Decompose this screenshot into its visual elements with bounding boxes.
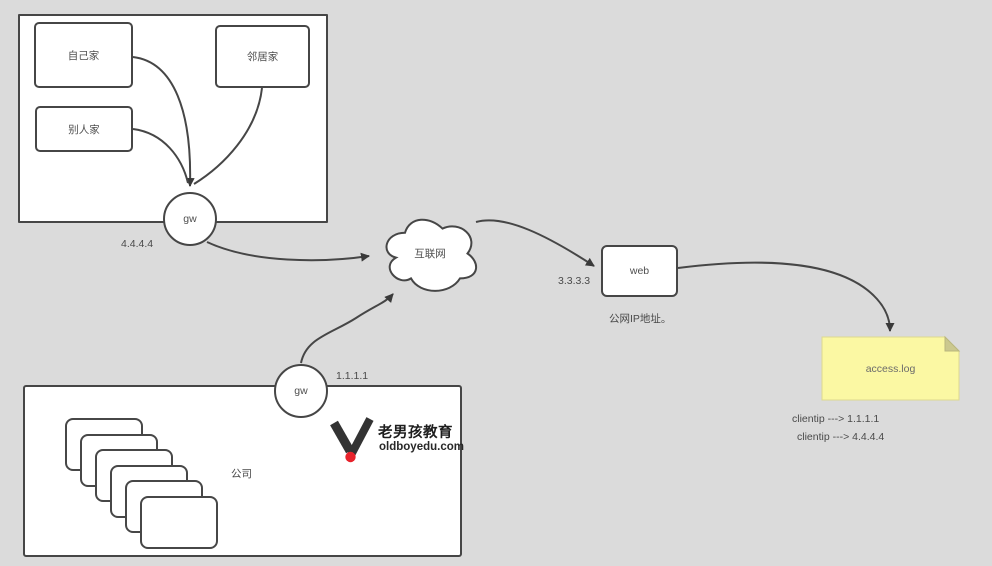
neighbor-home-label: 邻居家 — [246, 51, 279, 63]
computer-card — [140, 496, 218, 549]
others-home-box: 别人家 — [35, 106, 133, 152]
arrow-home-gw-to-cloud — [206, 241, 370, 262]
others-home-label: 别人家 — [68, 123, 100, 136]
checkmark-v-logo-icon — [330, 417, 374, 463]
public-ip-caption: 公网IP地址。 — [609, 313, 672, 325]
internet-cloud-label: 互联网 — [414, 248, 446, 260]
home-gateway-label: gw — [183, 213, 197, 225]
arrow-cloud-to-web — [475, 219, 595, 267]
access-log-label: access.log — [865, 362, 916, 375]
web-server-box: web — [601, 245, 678, 297]
clientip-line: clientip ---> 4.4.4.4 — [797, 431, 885, 443]
arrow-company-gw-to-cloud — [300, 293, 394, 364]
web-ip-label: 3.3.3.3 — [558, 275, 591, 287]
company-gateway-label: gw — [294, 385, 308, 397]
logo-title: 老男孩教育 — [378, 425, 453, 441]
company-gateway-node: gw — [274, 364, 328, 418]
logo-domain: oldboyedu.com — [379, 441, 464, 453]
oldboyedu-logo: 老男孩教育 oldboyedu.com — [328, 414, 468, 464]
neighbor-home-box: 邻居家 — [215, 25, 310, 88]
clientip-line: clientip ---> 1.1.1.1 — [792, 413, 880, 425]
arrow-web-to-log — [677, 261, 895, 332]
own-home-label: 自己家 — [67, 49, 100, 62]
home-gateway-ip-label: 4.4.4.4 — [121, 238, 154, 250]
company-label: 公司 — [231, 468, 252, 480]
web-server-label: web — [629, 265, 650, 277]
company-gateway-ip-label: 1.1.1.1 — [336, 370, 369, 382]
computer-stack — [65, 418, 220, 550]
home-gateway-node: gw — [163, 192, 217, 246]
own-home-box: 自己家 — [34, 22, 133, 88]
